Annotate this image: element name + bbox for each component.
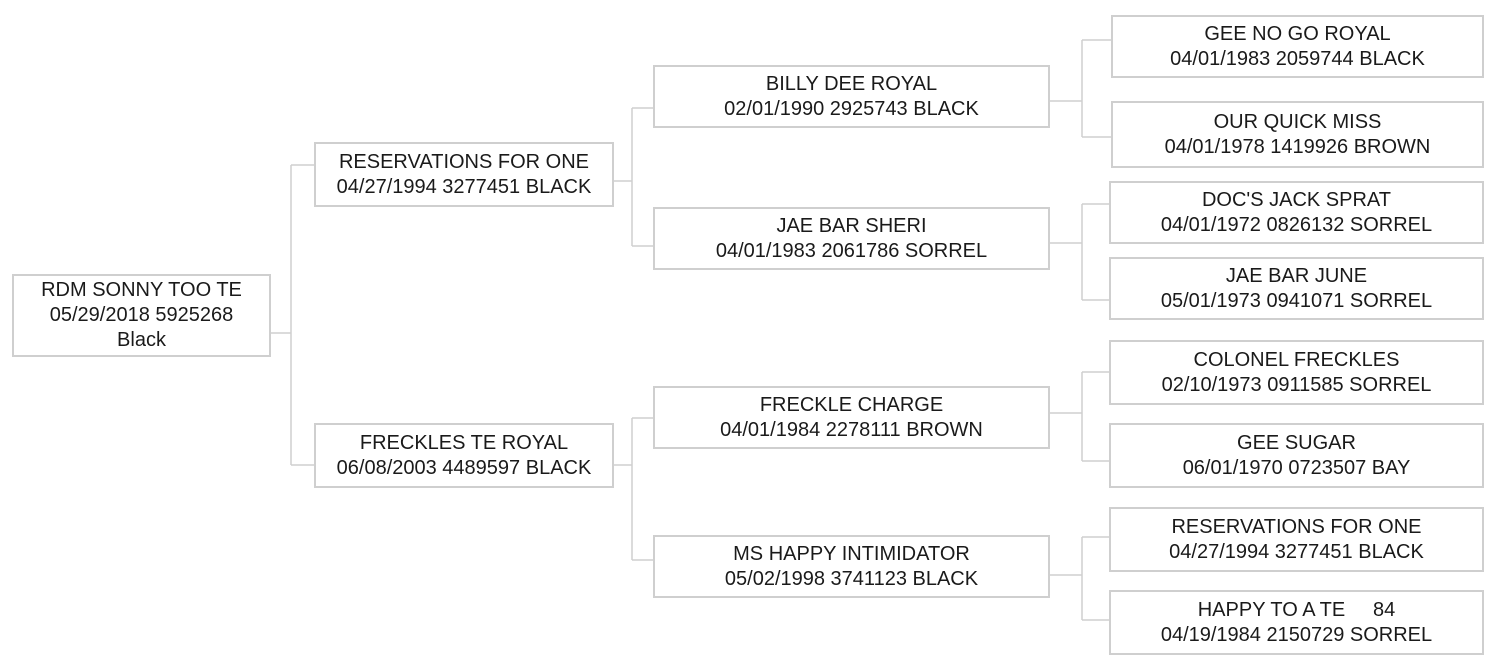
sire-info: 04/27/1994 3277451 BLACK [336, 175, 592, 198]
dam-dam-dam-name: HAPPY TO A TE 84 [1197, 598, 1396, 621]
sire-sire-dam-info: 04/01/1978 1419926 BROWN [1164, 135, 1431, 158]
dam-sire-dam: GEE SUGAR 06/01/1970 0723507 BAY [1109, 423, 1484, 488]
subject-color: Black [117, 329, 166, 351]
sire-sire-sire-name: GEE NO GO ROYAL [1204, 22, 1391, 45]
dam-sire-sire-info: 02/10/1973 0911585 SORREL [1161, 373, 1432, 396]
sire-dam-dam-info: 05/01/1973 0941071 SORREL [1160, 289, 1433, 312]
dam-sire-sire: COLONEL FRECKLES 02/10/1973 0911585 SORR… [1109, 340, 1484, 405]
sire-dam-sire-name: DOC'S JACK SPRAT [1201, 188, 1392, 211]
sire-dam-info: 04/01/1983 2061786 SORREL [715, 239, 988, 262]
sire-name: RESERVATIONS FOR ONE [338, 150, 590, 173]
dam-sire: FRECKLE CHARGE 04/01/1984 2278111 BROWN [653, 386, 1050, 449]
dam-dam-dam-info: 04/19/1984 2150729 SORREL [1160, 623, 1433, 646]
sire-sire-info: 02/01/1990 2925743 BLACK [724, 97, 979, 120]
sire-dam-dam-name: JAE BAR JUNE [1225, 264, 1368, 287]
dam-dam-name: MS HAPPY INTIMIDATOR [733, 542, 970, 565]
sire-dam-name: JAE BAR SHERI [776, 214, 927, 237]
sire-sire-dam-name: OUR QUICK MISS [1213, 110, 1382, 133]
dam-sire-dam-info: 06/01/1970 0723507 BAY [1182, 456, 1411, 479]
sire-sire: BILLY DEE ROYAL 02/01/1990 2925743 BLACK [653, 65, 1050, 128]
dam-dam-sire-info: 04/27/1994 3277451 BLACK [1169, 540, 1424, 563]
dam-sire-sire-name: COLONEL FRECKLES [1193, 348, 1400, 371]
sire-dam-sire-info: 04/01/1972 0826132 SORREL [1160, 213, 1433, 236]
dam-info: 06/08/2003 4489597 BLACK [336, 456, 592, 479]
dam-dam-sire-name: RESERVATIONS FOR ONE [1171, 515, 1422, 538]
sire: RESERVATIONS FOR ONE 04/27/1994 3277451 … [314, 142, 614, 207]
dam-dam-sire: RESERVATIONS FOR ONE 04/27/1994 3277451 … [1109, 507, 1484, 572]
dam-dam: MS HAPPY INTIMIDATOR 05/02/1998 3741123 … [653, 535, 1050, 598]
dam: FRECKLES TE ROYAL 06/08/2003 4489597 BLA… [314, 423, 614, 488]
sire-sire-name: BILLY DEE ROYAL [765, 72, 938, 95]
subject-info: 05/29/2018 5925268 [49, 304, 234, 326]
sire-dam: JAE BAR SHERI 04/01/1983 2061786 SORREL [653, 207, 1050, 270]
dam-dam-info: 05/02/1998 3741123 BLACK [724, 567, 979, 590]
sire-sire-dam: OUR QUICK MISS 04/01/1978 1419926 BROWN [1111, 101, 1484, 168]
dam-sire-dam-name: GEE SUGAR [1237, 431, 1356, 454]
dam-sire-info: 04/01/1984 2278111 BROWN [720, 418, 983, 441]
sire-dam-sire: DOC'S JACK SPRAT 04/01/1972 0826132 SORR… [1109, 181, 1484, 244]
dam-dam-dam: HAPPY TO A TE 84 04/19/1984 2150729 SORR… [1109, 590, 1484, 655]
subject-horse: RDM SONNY TOO TE 05/29/2018 5925268 Blac… [12, 274, 271, 357]
sire-sire-sire: GEE NO GO ROYAL 04/01/1983 2059744 BLACK [1111, 15, 1484, 78]
dam-sire-name: FRECKLE CHARGE [759, 393, 944, 416]
dam-name: FRECKLES TE ROYAL [359, 431, 569, 454]
sire-dam-dam: JAE BAR JUNE 05/01/1973 0941071 SORREL [1109, 257, 1484, 320]
subject-name: RDM SONNY TOO TE [41, 279, 242, 301]
sire-sire-sire-info: 04/01/1983 2059744 BLACK [1170, 47, 1425, 70]
